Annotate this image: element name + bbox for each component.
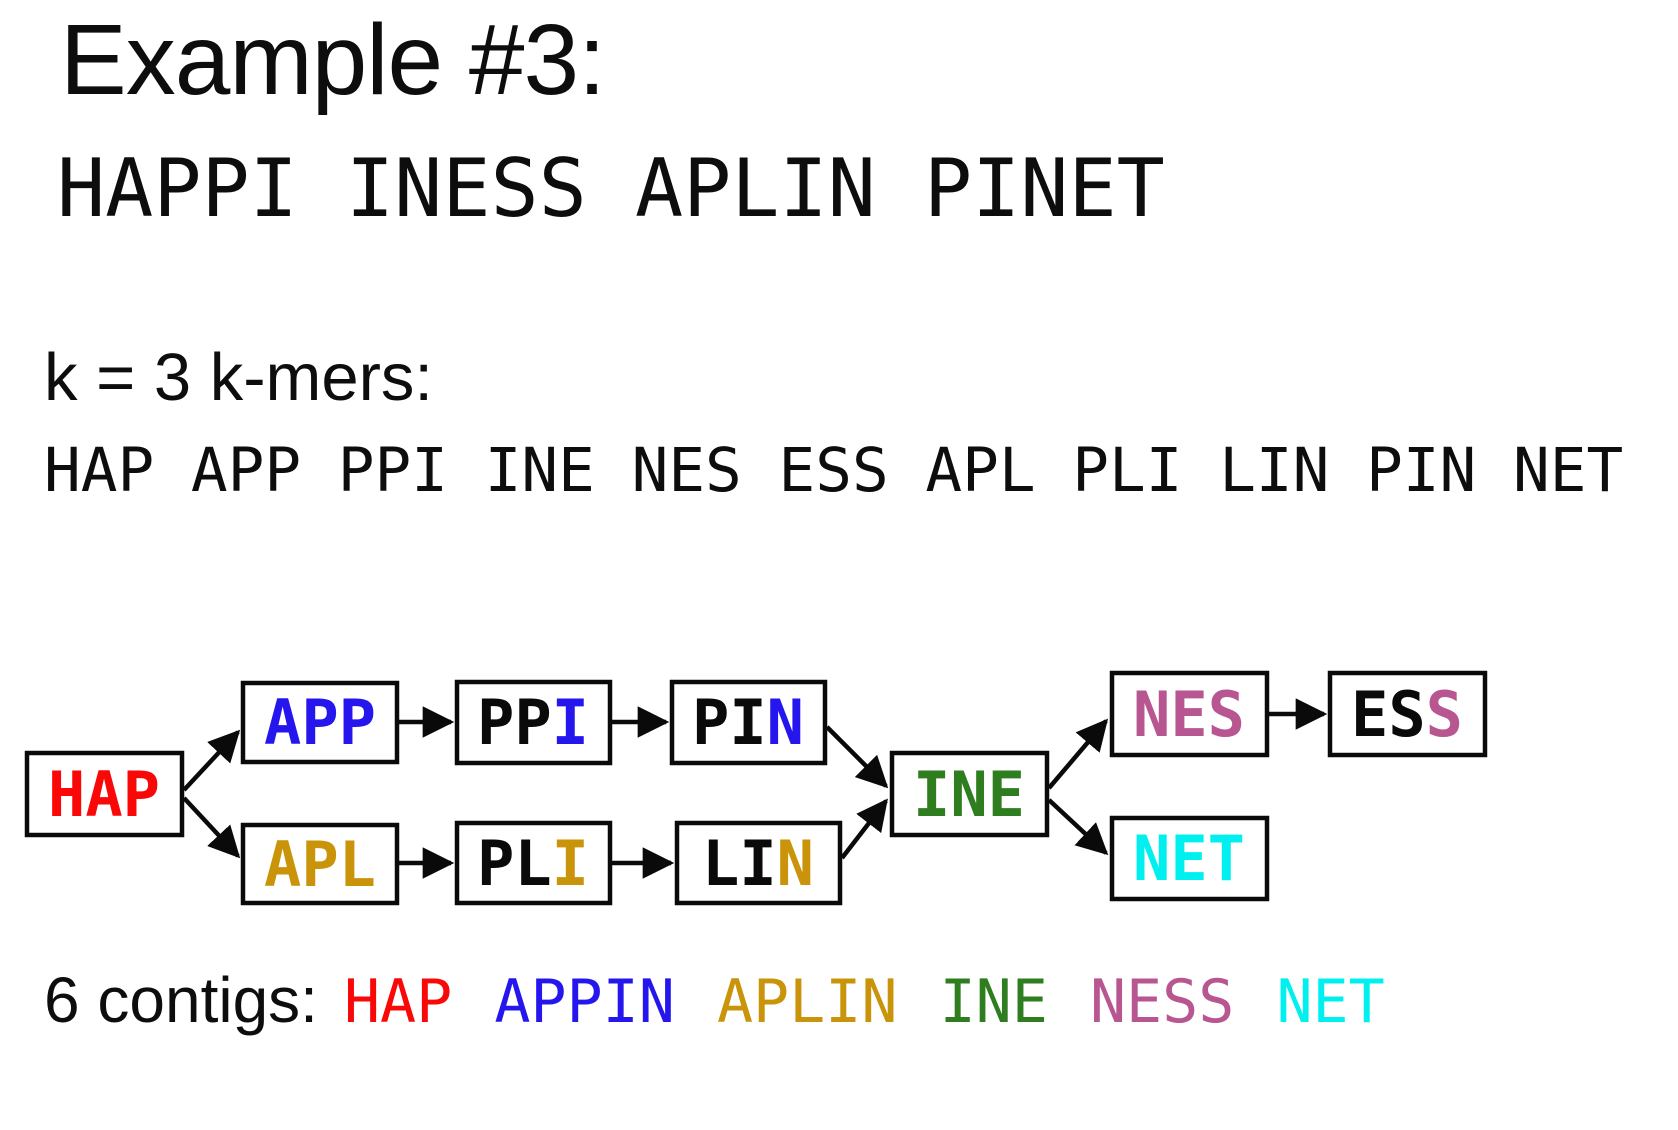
- edge-lin-ine: [840, 798, 888, 860]
- edge-pin-ine: [825, 725, 889, 789]
- kmers-label: k = 3 k-mers:: [44, 340, 434, 415]
- node-pin-box: [669, 679, 828, 766]
- edge-hap-apl: [182, 796, 241, 859]
- contig-word-net: NET: [1276, 967, 1385, 1037]
- contig-word-ness: NESS: [1089, 967, 1235, 1037]
- input-sequence-reads: HAPPI INESS APLIN PINET: [57, 142, 1165, 235]
- contig-word-ine: INE: [939, 967, 1048, 1037]
- node-hap-box: [24, 750, 185, 838]
- node-net: NET: [1109, 815, 1270, 902]
- contig-word-aplin: APLIN: [716, 967, 898, 1037]
- contigs-line: 6 contigs: HAP APPIN APLIN INE NESS NET: [44, 968, 1427, 1032]
- node-lin-label: LIN: [702, 827, 814, 900]
- node-nes-label: NES: [1133, 678, 1245, 751]
- node-ess-box: [1327, 670, 1488, 758]
- node-apl: APL: [240, 822, 400, 906]
- node-apl-box: [240, 822, 400, 906]
- node-apl-label: APL: [264, 828, 376, 901]
- edge-ine-net: [1047, 798, 1109, 856]
- node-ppi-box: [454, 679, 613, 766]
- node-lin: LIN: [674, 820, 843, 906]
- edge-ine-nes: [1047, 718, 1109, 790]
- node-hap-label: HAP: [48, 758, 160, 831]
- node-ine-label: INE: [913, 758, 1025, 831]
- node-net-label: NET: [1133, 822, 1245, 895]
- node-ine-box: [889, 750, 1050, 838]
- node-pli-box: [454, 820, 613, 906]
- node-net-box: [1109, 815, 1270, 902]
- node-pli-label: PLI: [477, 827, 589, 900]
- contigs-label: 6 contigs:: [44, 964, 318, 1036]
- contig-word-hap: HAP: [343, 967, 453, 1037]
- node-nes-box: [1109, 670, 1270, 758]
- node-app-label: APP: [264, 686, 376, 759]
- node-ppi-label: PPI: [477, 686, 589, 759]
- slide-title: Example #3:: [60, 4, 606, 116]
- node-app-box: [240, 680, 400, 765]
- contig-word-appin: APPIN: [494, 967, 675, 1037]
- node-hap: HAP: [24, 750, 185, 838]
- node-ess-label: ESS: [1351, 678, 1463, 751]
- node-ess: ESS: [1327, 670, 1488, 758]
- edge-hap-app: [182, 729, 241, 792]
- node-nes: NES: [1109, 670, 1270, 758]
- node-ine: INE: [889, 750, 1050, 838]
- node-ppi: PPI: [454, 679, 613, 766]
- kmers-list: HAP APP PPI INE NES ESS APL PLI LIN PIN …: [44, 435, 1624, 506]
- node-pin: PIN: [669, 679, 828, 766]
- node-lin-box: [674, 820, 843, 906]
- node-app: APP: [240, 680, 400, 765]
- node-pin-label: PIN: [692, 686, 804, 759]
- node-pli: PLI: [454, 820, 613, 906]
